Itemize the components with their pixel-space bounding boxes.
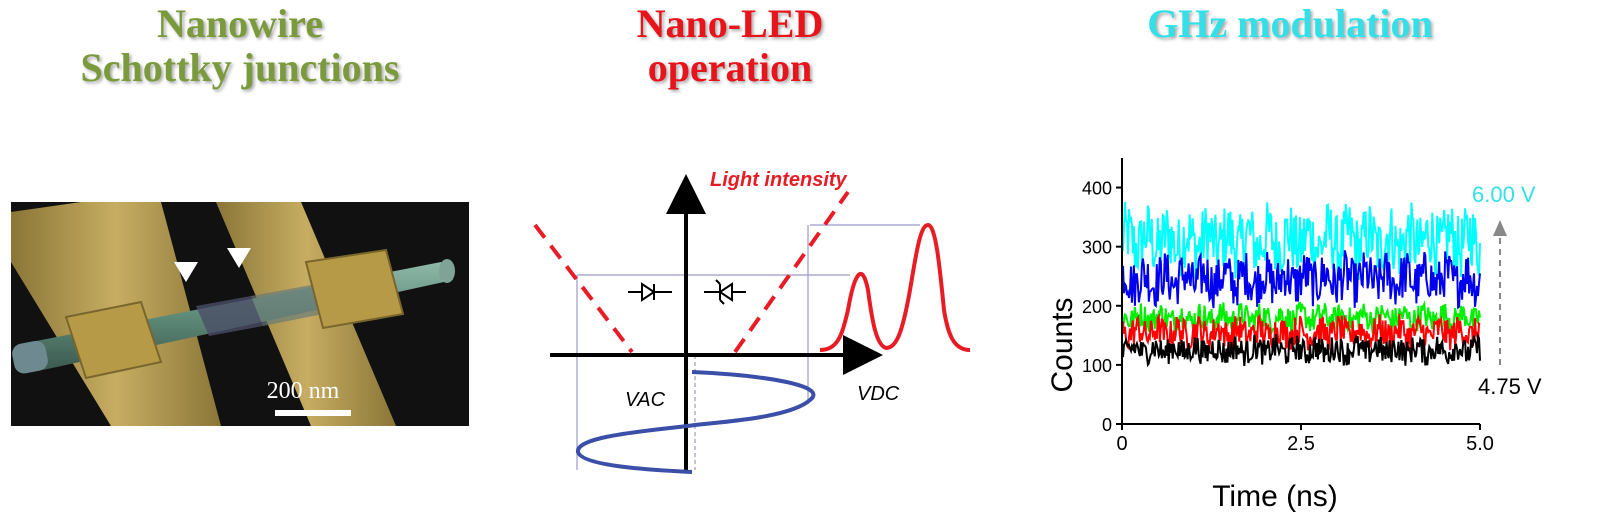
- x-tick-label: 5.0: [1466, 433, 1494, 455]
- diode-forward-icon: [628, 282, 672, 302]
- series-line: [1121, 313, 1481, 351]
- scale-bar: [275, 410, 351, 416]
- chart-xlabel: Time (ns): [1212, 480, 1338, 513]
- light-intensity-label: Light intensity: [710, 169, 848, 191]
- left-contact-pad: [64, 300, 163, 380]
- scale-bar-label: 200 nm: [267, 378, 340, 404]
- chart-ylabel: Counts: [1046, 297, 1079, 392]
- chart-axes: 0 100 200 300 400 0 2.5 5.0: [1082, 158, 1494, 455]
- title-line: Nanowire: [157, 1, 323, 46]
- diode-reverse-icon: [704, 279, 746, 305]
- vdc-label: VDC: [857, 383, 900, 405]
- title-line: Schottky junctions: [80, 45, 400, 90]
- guide-lines: [576, 224, 920, 470]
- annotation-4-75v: 4.75 V: [1478, 374, 1542, 399]
- triangle-marker-icon: [174, 262, 198, 282]
- counts-time-chart: 0 100 200 300 400 0 2.5 5.0 Time (ns) Counts 6.…: [1046, 158, 1542, 513]
- voltage-arrow: [1493, 220, 1507, 365]
- title-line: GHz modulation: [1147, 1, 1433, 46]
- y-tick-label: 0: [1102, 415, 1112, 435]
- series-line: [1121, 250, 1481, 310]
- y-tick-label: 100: [1082, 356, 1112, 376]
- y-tick-label: 400: [1082, 179, 1112, 199]
- title-nanowire-schottky: Nanowire Schottky junctions: [20, 2, 460, 90]
- series-line: [1121, 332, 1481, 368]
- title-line: Nano-LED: [636, 1, 824, 46]
- y-tick-label: 300: [1082, 238, 1112, 258]
- x-tick-label: 2.5: [1287, 433, 1315, 455]
- title-nano-led: Nano-LED operation: [560, 2, 900, 90]
- title-line: operation: [647, 45, 813, 90]
- triangle-marker-icon: [227, 248, 251, 268]
- annotation-6v: 6.00 V: [1472, 182, 1536, 207]
- y-tick-label: 200: [1082, 297, 1112, 317]
- nano-led-diagram: Light intensity VAC VDC: [533, 169, 971, 474]
- plot-area: [1121, 201, 1481, 368]
- vac-label: VAC: [625, 389, 666, 411]
- sem-image: 200 nm: [11, 202, 469, 426]
- x-tick-label: 0: [1116, 433, 1127, 455]
- right-contact-pad: [304, 248, 405, 330]
- vac-waveform: [576, 370, 816, 474]
- light-output-pulses: [819, 222, 971, 352]
- light-intensity-curve: [533, 190, 850, 354]
- title-ghz-modulation: GHz modulation: [1060, 2, 1520, 46]
